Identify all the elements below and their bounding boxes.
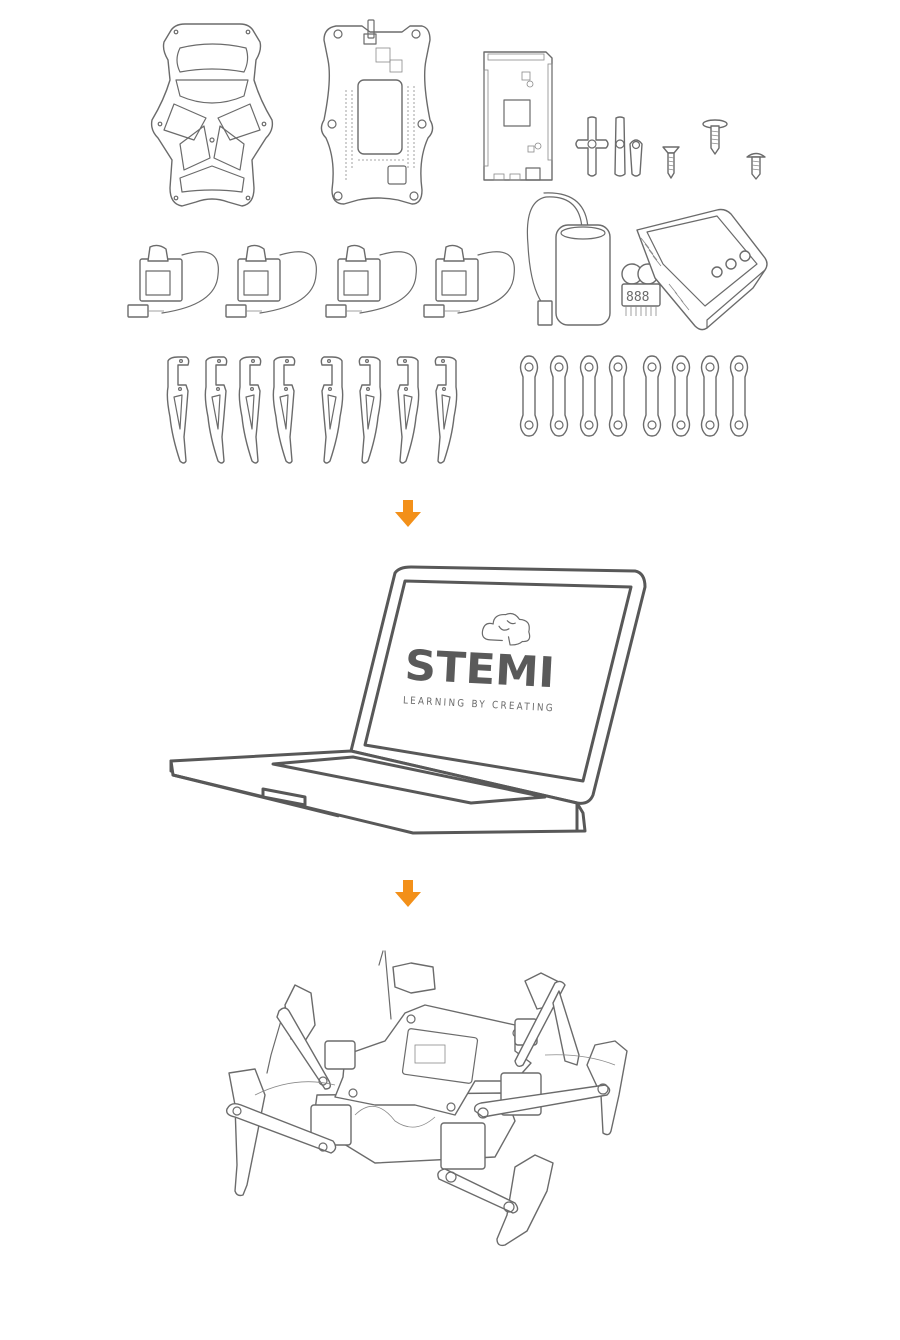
countersunk-screw [662,146,680,179]
battery-charger [636,208,768,331]
spider-web-plate [150,23,274,207]
brand-name: STEMI [404,640,556,697]
servo-horn-double [614,116,626,177]
servo-horn-single [629,139,643,177]
battery-pack [526,192,611,326]
stemi-logo: STEMI LEARNING BY CREATING [402,605,583,724]
main-pcb-board [320,19,434,205]
washer-head-screw [702,119,728,155]
servo-motor-1 [127,244,219,318]
assembled-hexapod-robot [225,950,628,1247]
arrow-down-icon [395,500,421,527]
battery-voltage-checker: 888 [621,263,661,316]
pan-head-screw [746,152,766,180]
brand-tagline: LEARNING BY CREATING [403,695,555,714]
link-parts-group [519,355,749,437]
servo-motor-2 [225,244,317,318]
brain-cloud-icon [481,612,531,646]
microcontroller-board [483,51,553,181]
servo-horn-cross [575,116,609,177]
components-section: 888 [0,0,900,470]
arrow-down-icon [395,880,421,907]
leg-parts-group [166,356,458,464]
servo-motor-3 [325,244,417,318]
laptop-illustration: STEMI LEARNING BY CREATING [165,565,650,840]
servo-motor-4 [423,244,515,318]
voltage-display-text: 888 [626,290,649,305]
